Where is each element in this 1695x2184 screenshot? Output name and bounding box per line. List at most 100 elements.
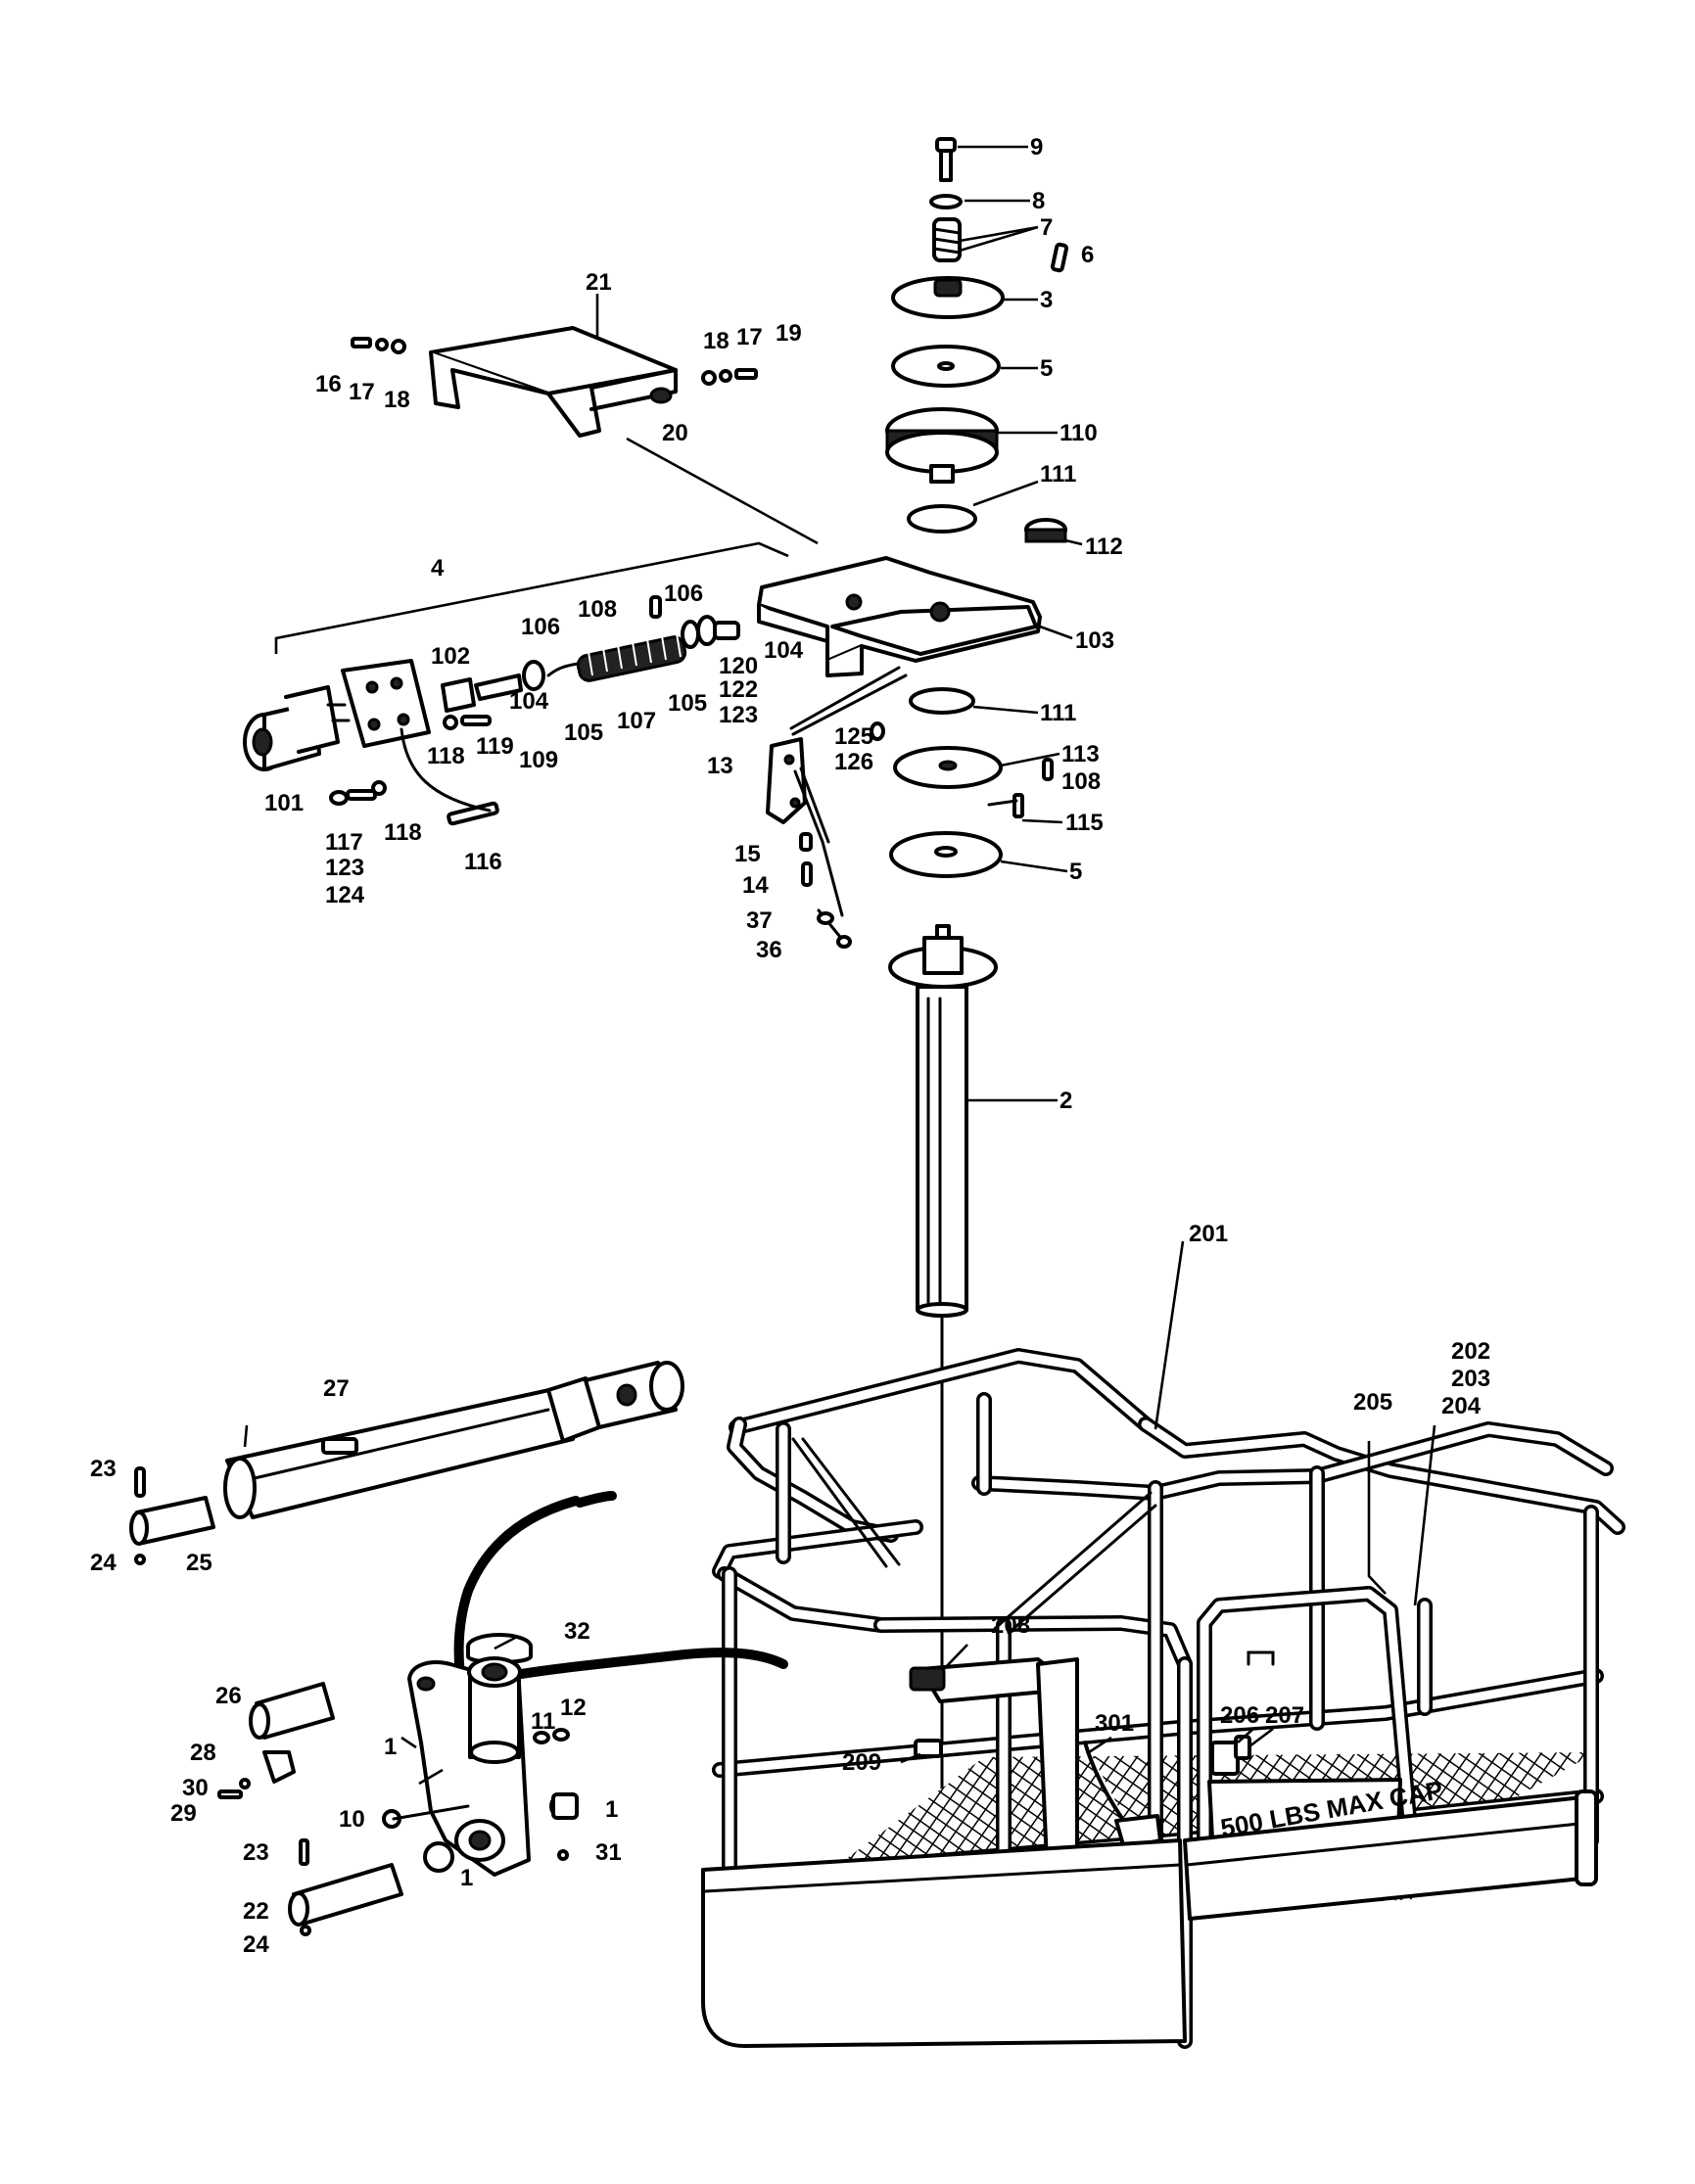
callout-119: 119 [476,733,514,760]
callout-1: 1 [605,1796,618,1823]
part-301-foot-switch [1083,1741,1162,1850]
callout-37: 37 [746,907,773,934]
callout-108: 108 [1061,768,1101,795]
callout-4: 4 [431,555,445,581]
callout-5: 5 [1069,859,1082,885]
part-27-leveling-cylinder [223,1361,684,1519]
part-112-nut [1024,518,1067,543]
callout-209: 209 [842,1749,881,1776]
part-110-gear [885,407,999,484]
callout-125: 125 [834,723,873,750]
callout-102: 102 [431,643,470,670]
callout-123: 123 [719,702,758,728]
callout-120: 120 [719,653,758,679]
callout-104: 104 [509,688,549,715]
callout-105: 105 [564,720,603,746]
callout-21: 21 [586,269,612,296]
callout-10: 10 [339,1806,365,1833]
callout-20: 20 [662,420,688,446]
callout-25: 25 [186,1550,212,1576]
callout-27: 27 [323,1375,350,1402]
callout-112: 112 [1085,534,1123,560]
callout-108: 108 [578,596,617,623]
callout-208: 208 [991,1612,1030,1639]
part-103-rotator-housing [757,556,1042,677]
part-8-washer [929,194,963,209]
callout-206: 206 [1220,1702,1259,1729]
callout-30: 30 [182,1775,209,1801]
part-107-spring [576,627,687,682]
callout-1: 1 [384,1734,397,1760]
callout-106: 106 [664,581,703,607]
callout-18: 18 [384,387,410,413]
callout-113: 113 [1061,741,1100,767]
callout-24: 24 [243,1931,269,1958]
callout-16: 16 [315,371,342,397]
callout-6: 6 [1081,242,1094,268]
callout-22: 22 [243,1898,269,1925]
callout-23: 23 [243,1839,269,1866]
callout-19: 19 [776,320,802,347]
basket-skirt [701,1789,1598,2048]
callout-17: 17 [736,324,763,350]
part-21-cover [429,326,819,545]
callout-24: 24 [90,1550,117,1576]
part-208-mount [909,1657,1079,1886]
callout-123: 123 [325,855,364,881]
part-108-pin-right [1042,758,1054,781]
part-209-bracket [914,1739,943,1758]
callout-2: 2 [1059,1088,1072,1114]
callout-118: 118 [384,819,422,846]
part-201-basket: 500 LBS MAX CAP [701,1348,1625,2049]
part-9-bolt [935,137,957,182]
callout-15: 15 [734,841,761,867]
callout-28: 28 [190,1740,216,1766]
callout-204: 204 [1441,1393,1482,1419]
callout-31: 31 [595,1839,622,1866]
callout-3: 3 [1040,287,1053,313]
callout-numbers: 9 8 7 6 3 5 110 111 112 103 111 113 108 … [90,134,1490,1958]
callout-109: 109 [519,747,558,773]
callout-116: 116 [464,849,502,875]
callout-14: 14 [742,872,769,899]
part-101-cylinder [243,685,340,771]
callout-36: 36 [756,937,782,963]
callout-26: 26 [215,1683,242,1709]
part-113-plate [893,746,1003,789]
part-2-post [888,924,998,1842]
callout-126: 126 [834,749,873,775]
part-108-pin-left [649,595,662,619]
part-7-spring [932,217,962,262]
cover-fasteners [351,337,758,386]
callout-124: 124 [325,882,365,908]
part-3-disc [891,276,1005,319]
part-1-pivot-weldment [407,1633,533,1877]
callout-9: 9 [1030,134,1043,161]
part-111-washer-upper [907,504,977,534]
part-111-washer-lower [909,687,975,715]
callout-7: 7 [1040,214,1053,241]
callout-32: 32 [564,1618,590,1645]
callout-301: 301 [1095,1710,1134,1737]
callout-111: 111 [1040,461,1076,488]
part-115-bolt [987,793,1024,818]
part-5-disc-upper [891,345,1001,388]
callout-29: 29 [170,1800,197,1827]
callout-17: 17 [349,379,375,405]
part-5-disc-lower [889,831,1003,878]
part-4-valve-assembly [243,541,789,826]
callout-23: 23 [90,1456,117,1482]
callout-leaders [243,145,1436,1786]
callout-105: 105 [668,690,707,717]
callout-107: 107 [617,708,656,734]
callout-103: 103 [1075,627,1114,654]
callout-106: 106 [521,614,560,640]
callout-118: 118 [427,743,465,769]
callout-1: 1 [460,1865,473,1891]
callout-13: 13 [707,753,733,779]
valve-spool-parts [441,595,740,713]
callout-202: 202 [1451,1338,1490,1365]
callout-8: 8 [1032,188,1045,214]
part-6-pin [1050,242,1069,273]
